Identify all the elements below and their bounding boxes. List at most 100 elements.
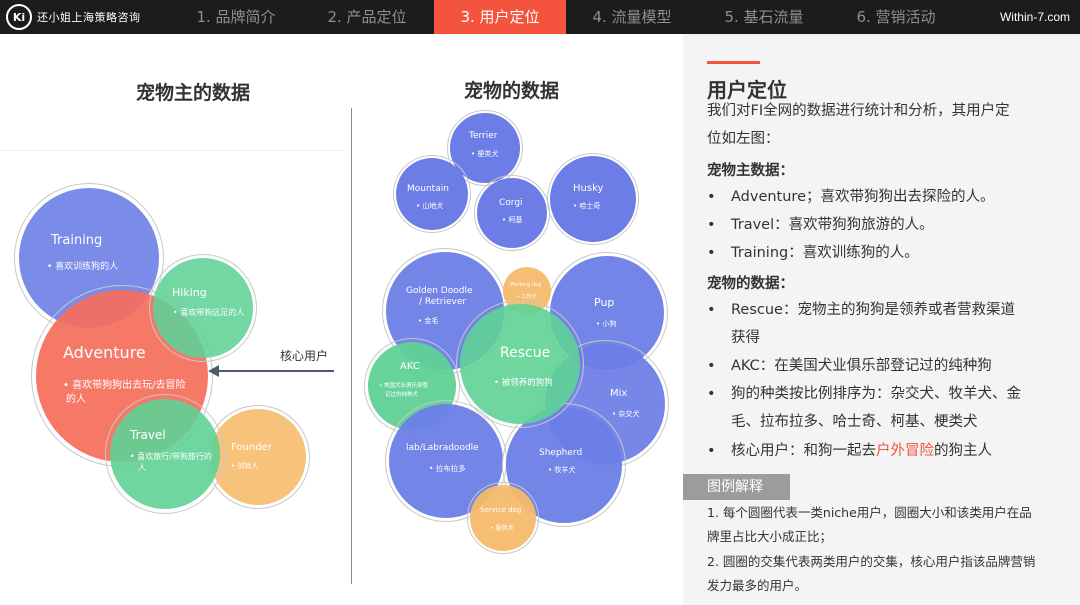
list-item: • Adventure；喜欢带狗狗出去探险的人。: [707, 183, 995, 211]
tab-traffic-model[interactable]: 4. 流量模型: [592, 8, 672, 26]
bullet-icon: •: [707, 189, 716, 205]
list-item-text: Adventure；喜欢带狗狗出去探险的人。: [731, 189, 995, 205]
bubble-founder-name: Founder: [231, 442, 272, 453]
bubble-service-dog-name: Service dog: [480, 506, 522, 514]
bubble-terrier-name: Terrier: [469, 131, 498, 141]
legend-note-line: 1. 每个圆圈代表一类niche用户，圆圈大小和该类用户在品: [707, 505, 1032, 520]
bubble-akc-name: AKC: [400, 361, 420, 372]
owner-data-title: 宠物主的数据: [136, 82, 251, 104]
bubble-adventure-name: Adventure: [63, 343, 146, 362]
tab-cornerstone-traffic[interactable]: 5. 基石流量: [724, 8, 804, 26]
list-item-text: Training：喜欢训练狗的人。: [731, 245, 919, 261]
site-link[interactable]: Within-7.com: [999, 10, 1070, 24]
bubble-mountain-desc: • 山地犬: [416, 202, 444, 210]
bubble-adventure-desc-line1: • 喜欢带狗狗出去玩/去冒险: [63, 380, 186, 391]
brand-logo[interactable]: Ki 还小姐上海策略咨询: [6, 4, 141, 30]
service-ring: [467, 482, 539, 554]
bullet-icon: •: [707, 386, 716, 402]
bubble-service-dog: Service dog • 服务犬: [470, 485, 536, 551]
bubble-hiking-desc: • 喜欢带狗远足的人: [173, 308, 245, 317]
bullet-icon: •: [707, 358, 716, 374]
bubble-service-dog-desc: • 服务犬: [490, 525, 514, 532]
list-item-core-user: • 核心用户：和狗一起去户外冒险的狗主人: [707, 437, 992, 465]
bubble-pup-desc: • 小狗: [596, 320, 617, 328]
bubble-hiking-name: Hiking: [172, 286, 207, 299]
core-user-text: 核心用户：和狗一起去: [731, 443, 876, 459]
core-user-highlight: 户外冒险: [876, 443, 934, 459]
logo-text: 还小姐上海策略咨询: [37, 11, 141, 24]
bullet-icon: •: [707, 245, 716, 261]
tab-brand-intro[interactable]: 1. 品牌简介: [196, 8, 276, 26]
tab-marketing-activities[interactable]: 6. 营销活动: [856, 8, 936, 26]
legend-note-line: 发力最多的用户。: [707, 578, 808, 593]
bubble-mix-desc: • 杂交犬: [612, 410, 640, 418]
mountain-ring: [393, 155, 471, 233]
tab-user-positioning[interactable]: 3. 用户定位: [434, 0, 566, 34]
bubble-rescue-desc: • 被领养的狗狗: [494, 378, 553, 388]
owner-data-heading: 宠物主数据：: [707, 163, 794, 179]
list-item: • AKC：在美国犬业俱乐部登记过的纯种狗: [707, 352, 992, 380]
legend-note-line: 2. 圆圈的交集代表两类用户的交集，核心用户指该品牌营销: [707, 554, 1036, 569]
bubble-shepherd-desc: • 牧羊犬: [548, 466, 576, 474]
bubble-corgi: Corgi • 柯基: [477, 178, 547, 248]
bubble-rescue: Rescue • 被领养的狗狗: [460, 304, 580, 424]
list-item: • Rescue：宠物主的狗狗是领养或者营救渠道: [707, 296, 1015, 324]
panel-intro-line1: 我们对FI全网的数据进行统计和分析，其用户定: [707, 103, 1010, 119]
hiking-ring: [149, 254, 257, 362]
bullet-icon: •: [707, 302, 716, 318]
list-item: • Travel：喜欢带狗狗旅游的人。: [707, 211, 934, 239]
list-item-text: Travel：喜欢带狗狗旅游的人。: [731, 217, 934, 233]
bubble-akc-desc-line2: 记过的纯种犬: [385, 392, 419, 398]
bubble-husky: Husky • 哈士奇: [550, 156, 636, 242]
user-positioning-panel: 用户定位 我们对FI全网的数据进行统计和分析，其用户定 位如左图： 宠物主数据：…: [683, 34, 1080, 605]
list-item-continuation: 获得: [707, 324, 760, 352]
bubble-travel-desc-line1: • 喜欢旅行/带狗旅行的: [130, 452, 212, 461]
bubble-corgi-desc: • 柯基: [502, 216, 523, 224]
top-nav-bar: Ki 还小姐上海策略咨询 1. 品牌简介 2. 产品定位 3. 用户定位 4. …: [0, 0, 1080, 34]
bubble-training-name: Training: [51, 233, 103, 248]
list-item-text: AKC：在美国犬业俱乐部登记过的纯种狗: [731, 358, 992, 374]
legend-note-line: 牌里占比大小成正比；: [707, 529, 833, 544]
bubble-travel: Travel • 喜欢旅行/带狗旅行的 人: [110, 399, 220, 509]
bubble-golden-name-line2: / Retriever: [419, 297, 467, 307]
list-item: • Training：喜欢训练狗的人。: [707, 239, 919, 267]
bubble-founder: Founder • 创始人: [210, 409, 306, 505]
bubble-pup-name: Pup: [594, 296, 615, 309]
bubble-shepherd-name: Shepherd: [539, 448, 583, 458]
bubble-lab-name: lab/Labradoodle: [406, 443, 479, 453]
bubble-travel-desc-line2: 人: [138, 463, 146, 472]
travel-ring: [105, 394, 225, 514]
panel-intro-line2: 位如左图：: [707, 131, 780, 147]
list-item-continuation: 毛、拉布拉多、哈士奇、柯基、梗类犬: [707, 408, 978, 436]
husky-ring: [547, 153, 639, 245]
bubble-terrier-desc: • 梗类犬: [471, 150, 499, 158]
core-user-arrow-line: [218, 370, 334, 372]
pet-data-heading: 宠物的数据：: [707, 276, 794, 292]
list-item: •狗的种类按比例排序为：杂交犬、牧羊犬、金: [707, 380, 1021, 408]
core-user-suffix: 的狗主人: [934, 443, 992, 459]
panel-heading: 用户定位: [707, 78, 787, 102]
rescue-ring: [456, 300, 584, 428]
vertical-divider: [351, 108, 352, 584]
logo-mark-icon: Ki: [6, 4, 32, 30]
bubble-mountain-name: Mountain: [407, 184, 449, 194]
bubble-mix-name: Mix: [610, 388, 628, 399]
bubble-lab-desc: • 拉布拉多: [429, 464, 466, 473]
section-divider-line: [0, 150, 345, 151]
tab-product-positioning[interactable]: 2. 产品定位: [327, 8, 407, 26]
bubble-mountain: Mountain • 山地犬: [396, 158, 468, 230]
bubble-training-desc: • 喜欢训练狗的人: [47, 262, 119, 272]
bubble-rescue-name: Rescue: [500, 345, 551, 361]
bullet-icon: •: [707, 443, 716, 459]
bubble-founder-desc: • 创始人: [231, 462, 259, 470]
list-item-text: 毛、拉布拉多、哈士奇、柯基、梗类犬: [731, 414, 978, 430]
pet-data-title: 宠物的数据: [464, 80, 560, 102]
arrow-left-icon: [208, 365, 219, 377]
bubble-corgi-name: Corgi: [499, 198, 523, 208]
list-item-text: Rescue：宠物主的狗狗是领养或者营救渠道: [731, 302, 1015, 318]
legend-explanation-tab: 图例解释: [683, 474, 790, 500]
bubble-golden-name-line1: Golden Doodle: [406, 286, 473, 296]
bubble-adventure-desc-line2: 的人: [66, 394, 86, 405]
bullet-icon: •: [707, 217, 716, 233]
core-user-label: 核心用户: [280, 349, 329, 363]
